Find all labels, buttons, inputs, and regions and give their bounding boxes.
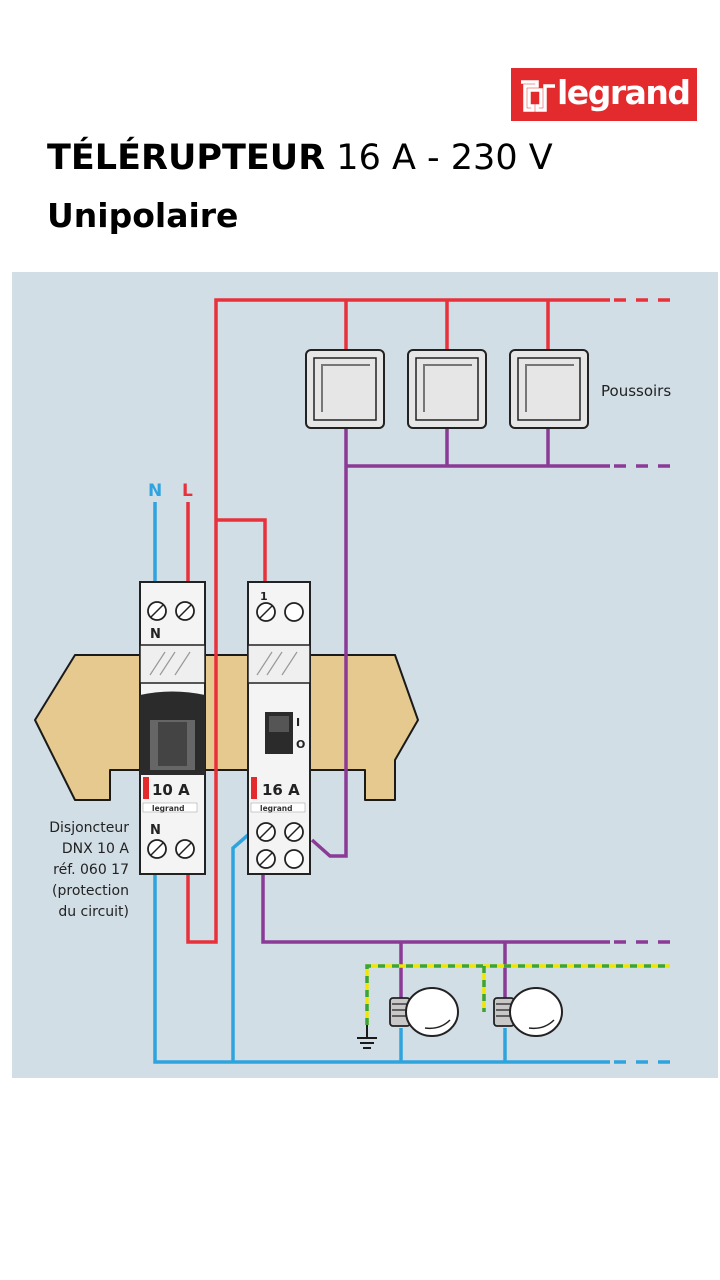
relay-brand-label: legrand [260, 804, 293, 813]
lamp-1 [389, 987, 459, 1037]
title-rest: 16 A - 230 V [325, 138, 553, 178]
neutral-label: N [148, 481, 162, 501]
breaker-desc-line: du circuit) [58, 904, 129, 920]
live-wires [186, 298, 670, 944]
din-rail [34, 654, 419, 801]
pushbutton-1 [305, 349, 385, 429]
relay-switch-off-label: O [296, 738, 305, 751]
terminal-hole [284, 602, 304, 622]
neutral-wires [153, 502, 670, 1064]
earth-ground-icon [357, 1025, 377, 1049]
terminal-hole [284, 849, 304, 869]
breaker-desc-line: (protection [52, 883, 129, 899]
legrand-logo-text: legrand [557, 73, 691, 112]
breaker-terminal-bottom-label: N [150, 823, 161, 838]
breaker-desc-line: Disjoncteur [49, 820, 129, 836]
earth-wires [365, 964, 670, 1025]
relay-terminal-top-label: 1 [260, 590, 268, 603]
pushbuttons-label: Poussoirs [601, 382, 671, 400]
legrand-logo: legrand [511, 68, 697, 121]
pushbutton-2 [407, 349, 487, 429]
page-subtitle: Unipolaire [47, 196, 239, 235]
relay-switch-on-label: I [296, 716, 300, 729]
title-bold: TÉLÉRUPTEUR [47, 138, 326, 178]
breaker-terminal-top-label: N [150, 627, 161, 642]
circuit-breaker: N 10 A legrand N [139, 581, 206, 875]
wiring-diagram: Poussoirs N L N 10 A legrand N 1 [12, 272, 718, 1078]
pushbutton-3 [509, 349, 589, 429]
breaker-rating: 10 A [152, 781, 190, 799]
page-title: TÉLÉRUPTEUR 16 A - 230 V [47, 136, 553, 180]
legrand-logo-mark-icon [521, 80, 555, 112]
lamp-2 [493, 987, 563, 1037]
remote-switch: 1 I O 16 A legrand [247, 581, 311, 875]
breaker-desc-line: DNX 10 A [62, 841, 130, 857]
breaker-description: Disjoncteur DNX 10 A réf. 060 17 (protec… [49, 820, 129, 920]
breaker-desc-line: réf. 060 17 [53, 862, 129, 878]
breaker-brand-label: legrand [152, 804, 185, 813]
relay-rating: 16 A [262, 781, 300, 799]
live-label: L [182, 481, 193, 501]
